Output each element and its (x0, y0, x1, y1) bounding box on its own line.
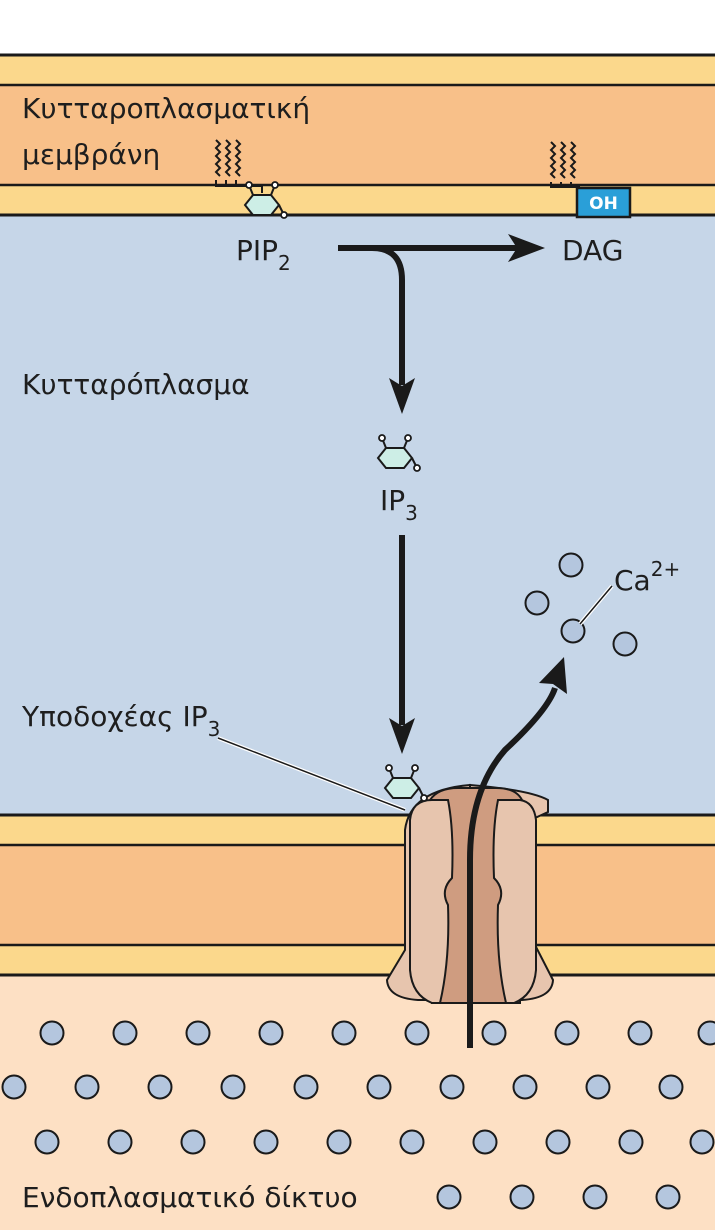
pip2-cleavage-arrows (338, 245, 520, 385)
calcium-ion-icon (1, 1074, 27, 1100)
calcium-ion-icon (220, 1074, 246, 1100)
calcium-ion-icon (512, 1074, 538, 1100)
calcium-ion-icon (585, 1074, 611, 1100)
pip2-molecule (214, 139, 288, 219)
calcium-ion-icon (655, 1184, 681, 1210)
calcium-ion-icon (509, 1184, 535, 1210)
cytoplasmic-calcium-ions (524, 552, 638, 657)
calcium-ion-icon (112, 1020, 138, 1046)
calcium-ion-icon (185, 1020, 211, 1046)
calcium-ion-icon (545, 1129, 571, 1155)
calcium-ion-icon (481, 1020, 507, 1046)
calcium-ion-icon (366, 1074, 392, 1100)
arrowhead-to-ip3 (389, 378, 415, 414)
calcium-ion-icon (399, 1129, 425, 1155)
oh-group-badge (575, 186, 632, 219)
calcium-ion-icon (293, 1074, 319, 1100)
calcium-label: Ca2+ (614, 557, 680, 597)
calcium-ion-icon (689, 1129, 715, 1155)
calcium-ion-icon (147, 1074, 173, 1100)
er-label: Ενδοπλασματικό δίκτυο (22, 1181, 358, 1214)
er-membrane (0, 813, 715, 977)
calcium-leader-line-core (579, 585, 613, 625)
ip3-label: IP3 (380, 484, 418, 525)
er-calcium-ions (1, 1020, 715, 1210)
calcium-ion-icon (404, 1020, 430, 1046)
calcium-ion-icon (697, 1020, 715, 1046)
dag-label: DAG (562, 234, 623, 267)
calcium-ion-icon (554, 1020, 580, 1046)
receptor-leader-line-core (217, 737, 406, 811)
calcium-ion-icon (627, 1020, 653, 1046)
calcium-ion-icon (612, 631, 638, 657)
arrowhead-to-dag (508, 234, 545, 262)
calcium-ion-icon (253, 1129, 279, 1155)
arrowhead-to-receptor (389, 718, 415, 754)
calcium-ion-icon (618, 1129, 644, 1155)
cytoplasm-region (0, 215, 715, 815)
pip2-label: PIP2 (236, 234, 291, 275)
calcium-ion-icon (658, 1074, 684, 1100)
plasma-membrane (0, 53, 715, 217)
calcium-ion-icon (439, 1074, 465, 1100)
calcium-ion-icon (582, 1184, 608, 1210)
oh-label: OH (589, 194, 618, 214)
calcium-ion-icon (180, 1129, 206, 1155)
ip3-receptor-label: Υποδοχέας IP3 (21, 700, 220, 741)
calcium-ion-icon (560, 618, 586, 644)
calcium-ion-icon (107, 1129, 133, 1155)
calcium-ion-icon (331, 1020, 357, 1046)
calcium-ion-icon (258, 1020, 284, 1046)
calcium-ion-icon (472, 1129, 498, 1155)
arrowhead-calcium-release (539, 657, 567, 694)
ip3-receptor-channel-icon (385, 783, 555, 1004)
calcium-ion-icon (558, 552, 584, 578)
calcium-ion-icon (436, 1184, 462, 1210)
calcium-ion-icon (34, 1129, 60, 1155)
dag-molecule: OH (549, 141, 632, 219)
plasma-membrane-label-line1: Κυτταροπλασματική (22, 92, 310, 125)
cytoplasm-label: Κυτταρόπλασμα (22, 368, 250, 401)
calcium-ion-icon (326, 1129, 352, 1155)
calcium-ion-icon (39, 1020, 65, 1046)
plasma-membrane-label-line2: μεμβράνη (22, 138, 160, 171)
calcium-ion-icon (524, 590, 550, 616)
calcium-release-arrow (467, 686, 558, 1048)
calcium-ion-icon (74, 1074, 100, 1100)
